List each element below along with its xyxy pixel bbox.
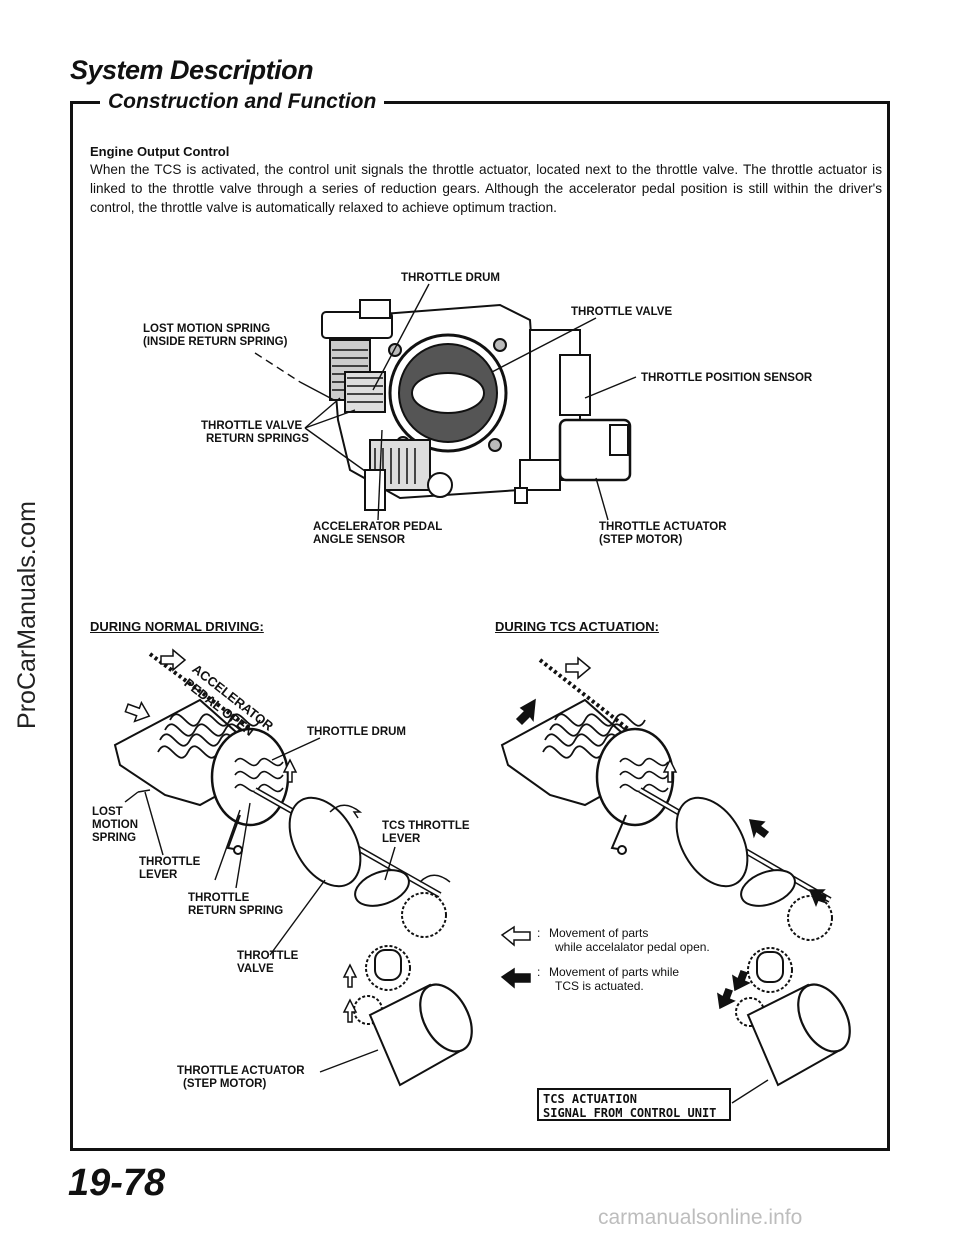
label-throttle-return-spring-2: RETURN SPRING [188,905,284,917]
body-paragraph: When the TCS is activated, the control u… [90,162,882,215]
signal-leader-line [731,1079,769,1104]
label-lost-motion-spring-normal-2: MOTION [92,819,138,831]
label-throttle-lever: THROTTLE [139,856,201,868]
legend-open-text: Movement of parts [549,926,649,940]
heading-tcs-actuation: DURING TCS ACTUATION: [495,619,659,634]
tcs-actuation-illustration [500,658,851,1087]
label-throttle-valve-normal: THROTTLE [237,950,299,962]
legend-colon-2: : [537,965,541,979]
normal-movement-arrows [124,648,451,1023]
label-return-springs-sub: RETURN SPRINGS [206,433,309,445]
normal-leader-lines [124,737,396,1073]
label-throttle-valve: THROTTLE VALVE [571,306,673,318]
label-throttle-actuator-normal: THROTTLE ACTUATOR [177,1065,305,1077]
label-throttle-valve-normal-2: VALVE [237,963,274,975]
label-lost-motion-spring-sub: (INSIDE RETURN SPRING) [143,336,288,348]
section-title: Construction and Function [100,90,385,114]
side-watermark: ProCarManuals.com [13,501,41,729]
heading-normal-driving: DURING NORMAL DRIVING: [90,619,264,634]
label-throttle-return-spring: THROTTLE [188,892,250,904]
tcs-signal-box: TCS ACTUATION SIGNAL FROM CONTROL UNIT [537,1088,731,1121]
label-accelerator-sensor: ACCELERATOR PEDAL [313,521,443,533]
label-throttle-lever-2: LEVER [139,869,178,881]
label-lost-motion-spring: LOST MOTION SPRING [143,323,271,335]
page-number: 19-78 [68,1162,166,1204]
legend-outline-arrow [500,925,531,947]
subheading: Engine Output Control [90,144,230,159]
label-throttle-drum: THROTTLE DRUM [401,272,501,284]
legend-colon-1: : [537,926,541,940]
label-throttle-actuator-sub: (STEP MOTOR) [599,534,683,546]
legend-tcs-text-2: TCS is actuated. [555,979,644,993]
label-throttle-position-sensor: THROTTLE POSITION SENSOR [641,372,813,384]
content-frame [70,101,890,1151]
label-return-springs: THROTTLE VALVE [201,420,303,432]
footer-site: carmanualsonline.info [598,1206,803,1229]
page-title: System Description [70,55,314,85]
label-tcs-throttle-lever: TCS THROTTLE [382,820,470,832]
label-lost-motion-spring-normal: LOST [92,806,123,818]
signal-line-2: SIGNAL FROM CONTROL UNIT [543,1106,717,1120]
legend-arrows [500,925,531,989]
legend-open-text-2: while accelalator pedal open. [555,940,710,954]
throttle-body-illustration [321,299,632,511]
label-throttle-actuator-normal-2: (STEP MOTOR) [183,1078,267,1090]
tcs-movement-arrows [515,656,827,1010]
label-throttle-drum-normal: THROTTLE DRUM [307,726,407,738]
label-tcs-throttle-lever-2: LEVER [382,833,421,845]
normal-driving-illustration [113,652,473,1087]
label-throttle-actuator: THROTTLE ACTUATOR [599,521,727,533]
label-lost-motion-spring-normal-3: SPRING [92,832,137,844]
legend-tcs-text: Movement of parts while [549,965,680,979]
signal-line-1: TCS ACTUATION [543,1092,637,1106]
label-accelerator-sensor-sub: ANGLE SENSOR [313,534,406,546]
top-leader-lines [254,283,637,521]
legend-solid-arrow [500,967,531,989]
